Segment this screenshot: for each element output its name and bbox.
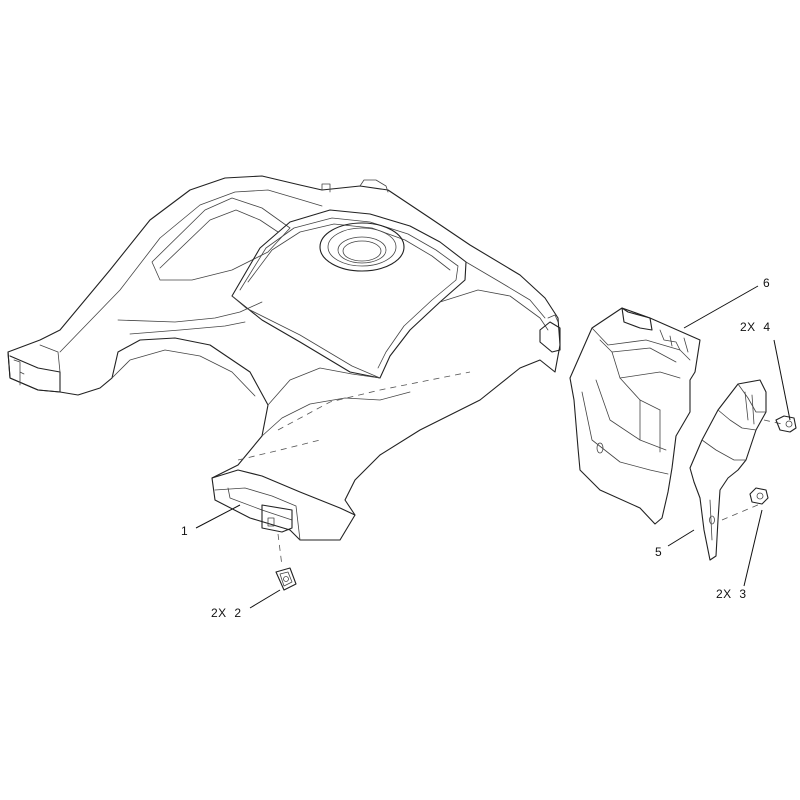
clip-nut-part xyxy=(275,533,297,591)
upper-bolt-part xyxy=(763,415,797,433)
callout-5: 5 xyxy=(655,545,663,559)
leader-line-4 xyxy=(773,339,791,421)
leader-line-2 xyxy=(249,589,281,609)
side-bracket-part xyxy=(689,379,767,561)
lower-bolt-part xyxy=(721,487,769,521)
callout-2: 2X 2 xyxy=(211,606,242,620)
callout-1: 1 xyxy=(181,524,189,538)
leader-line-5 xyxy=(667,529,695,547)
leader-line-1 xyxy=(195,504,241,529)
leader-line-3 xyxy=(743,509,763,587)
callout-3: 2X 3 xyxy=(716,587,747,601)
callout-4: 2X 4 xyxy=(740,320,771,334)
leader-line-6 xyxy=(683,285,759,329)
heat-shield-part xyxy=(569,307,701,525)
main-shroud-part xyxy=(7,175,561,541)
callout-6: 6 xyxy=(763,276,771,290)
